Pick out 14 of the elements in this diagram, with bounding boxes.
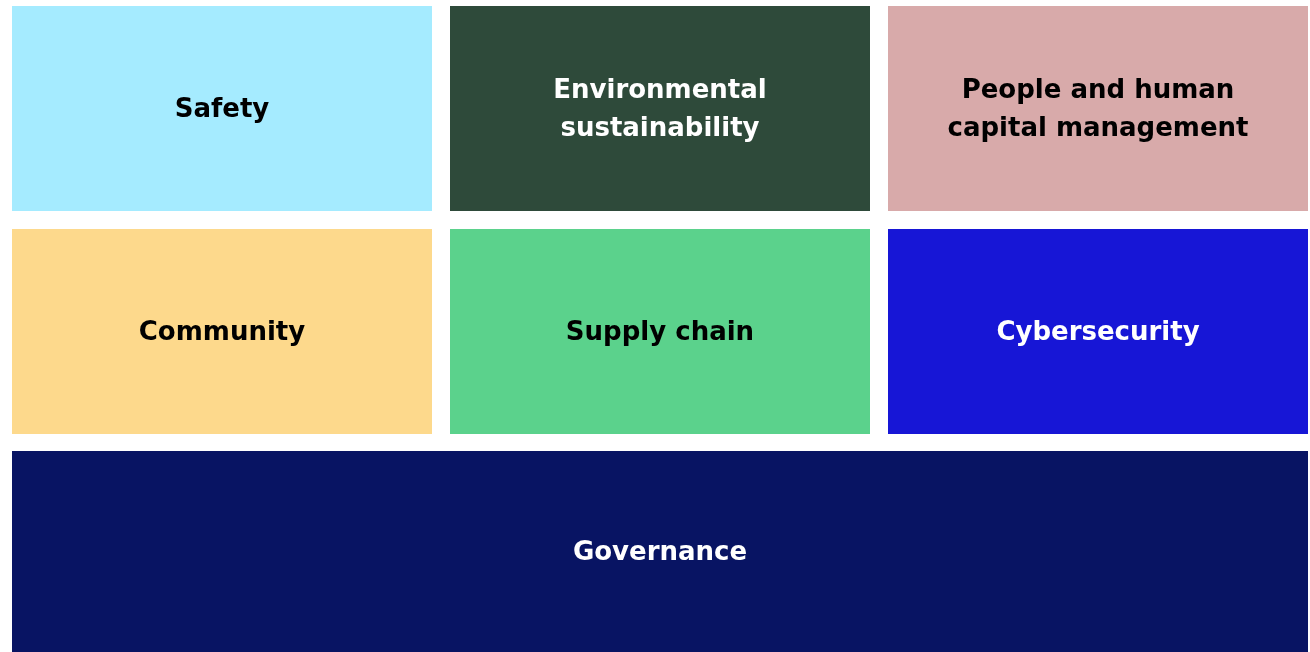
category-tile [450, 6, 870, 211]
tile-label: Community [138, 314, 306, 348]
tile-label: Governance [572, 534, 748, 568]
category-tile [888, 6, 1308, 211]
category-tile [888, 229, 1308, 434]
category-tile [12, 229, 432, 434]
tile-label: Environmental sustainability [552, 72, 768, 144]
category-tile [12, 451, 1308, 652]
tile-label: Safety [174, 91, 270, 125]
tile-label: Cybersecurity [996, 314, 1200, 348]
tile-label: Supply chain [565, 314, 755, 348]
category-tile [12, 6, 432, 211]
category-tile [450, 229, 870, 434]
tile-label: People and human capital management [946, 72, 1250, 144]
